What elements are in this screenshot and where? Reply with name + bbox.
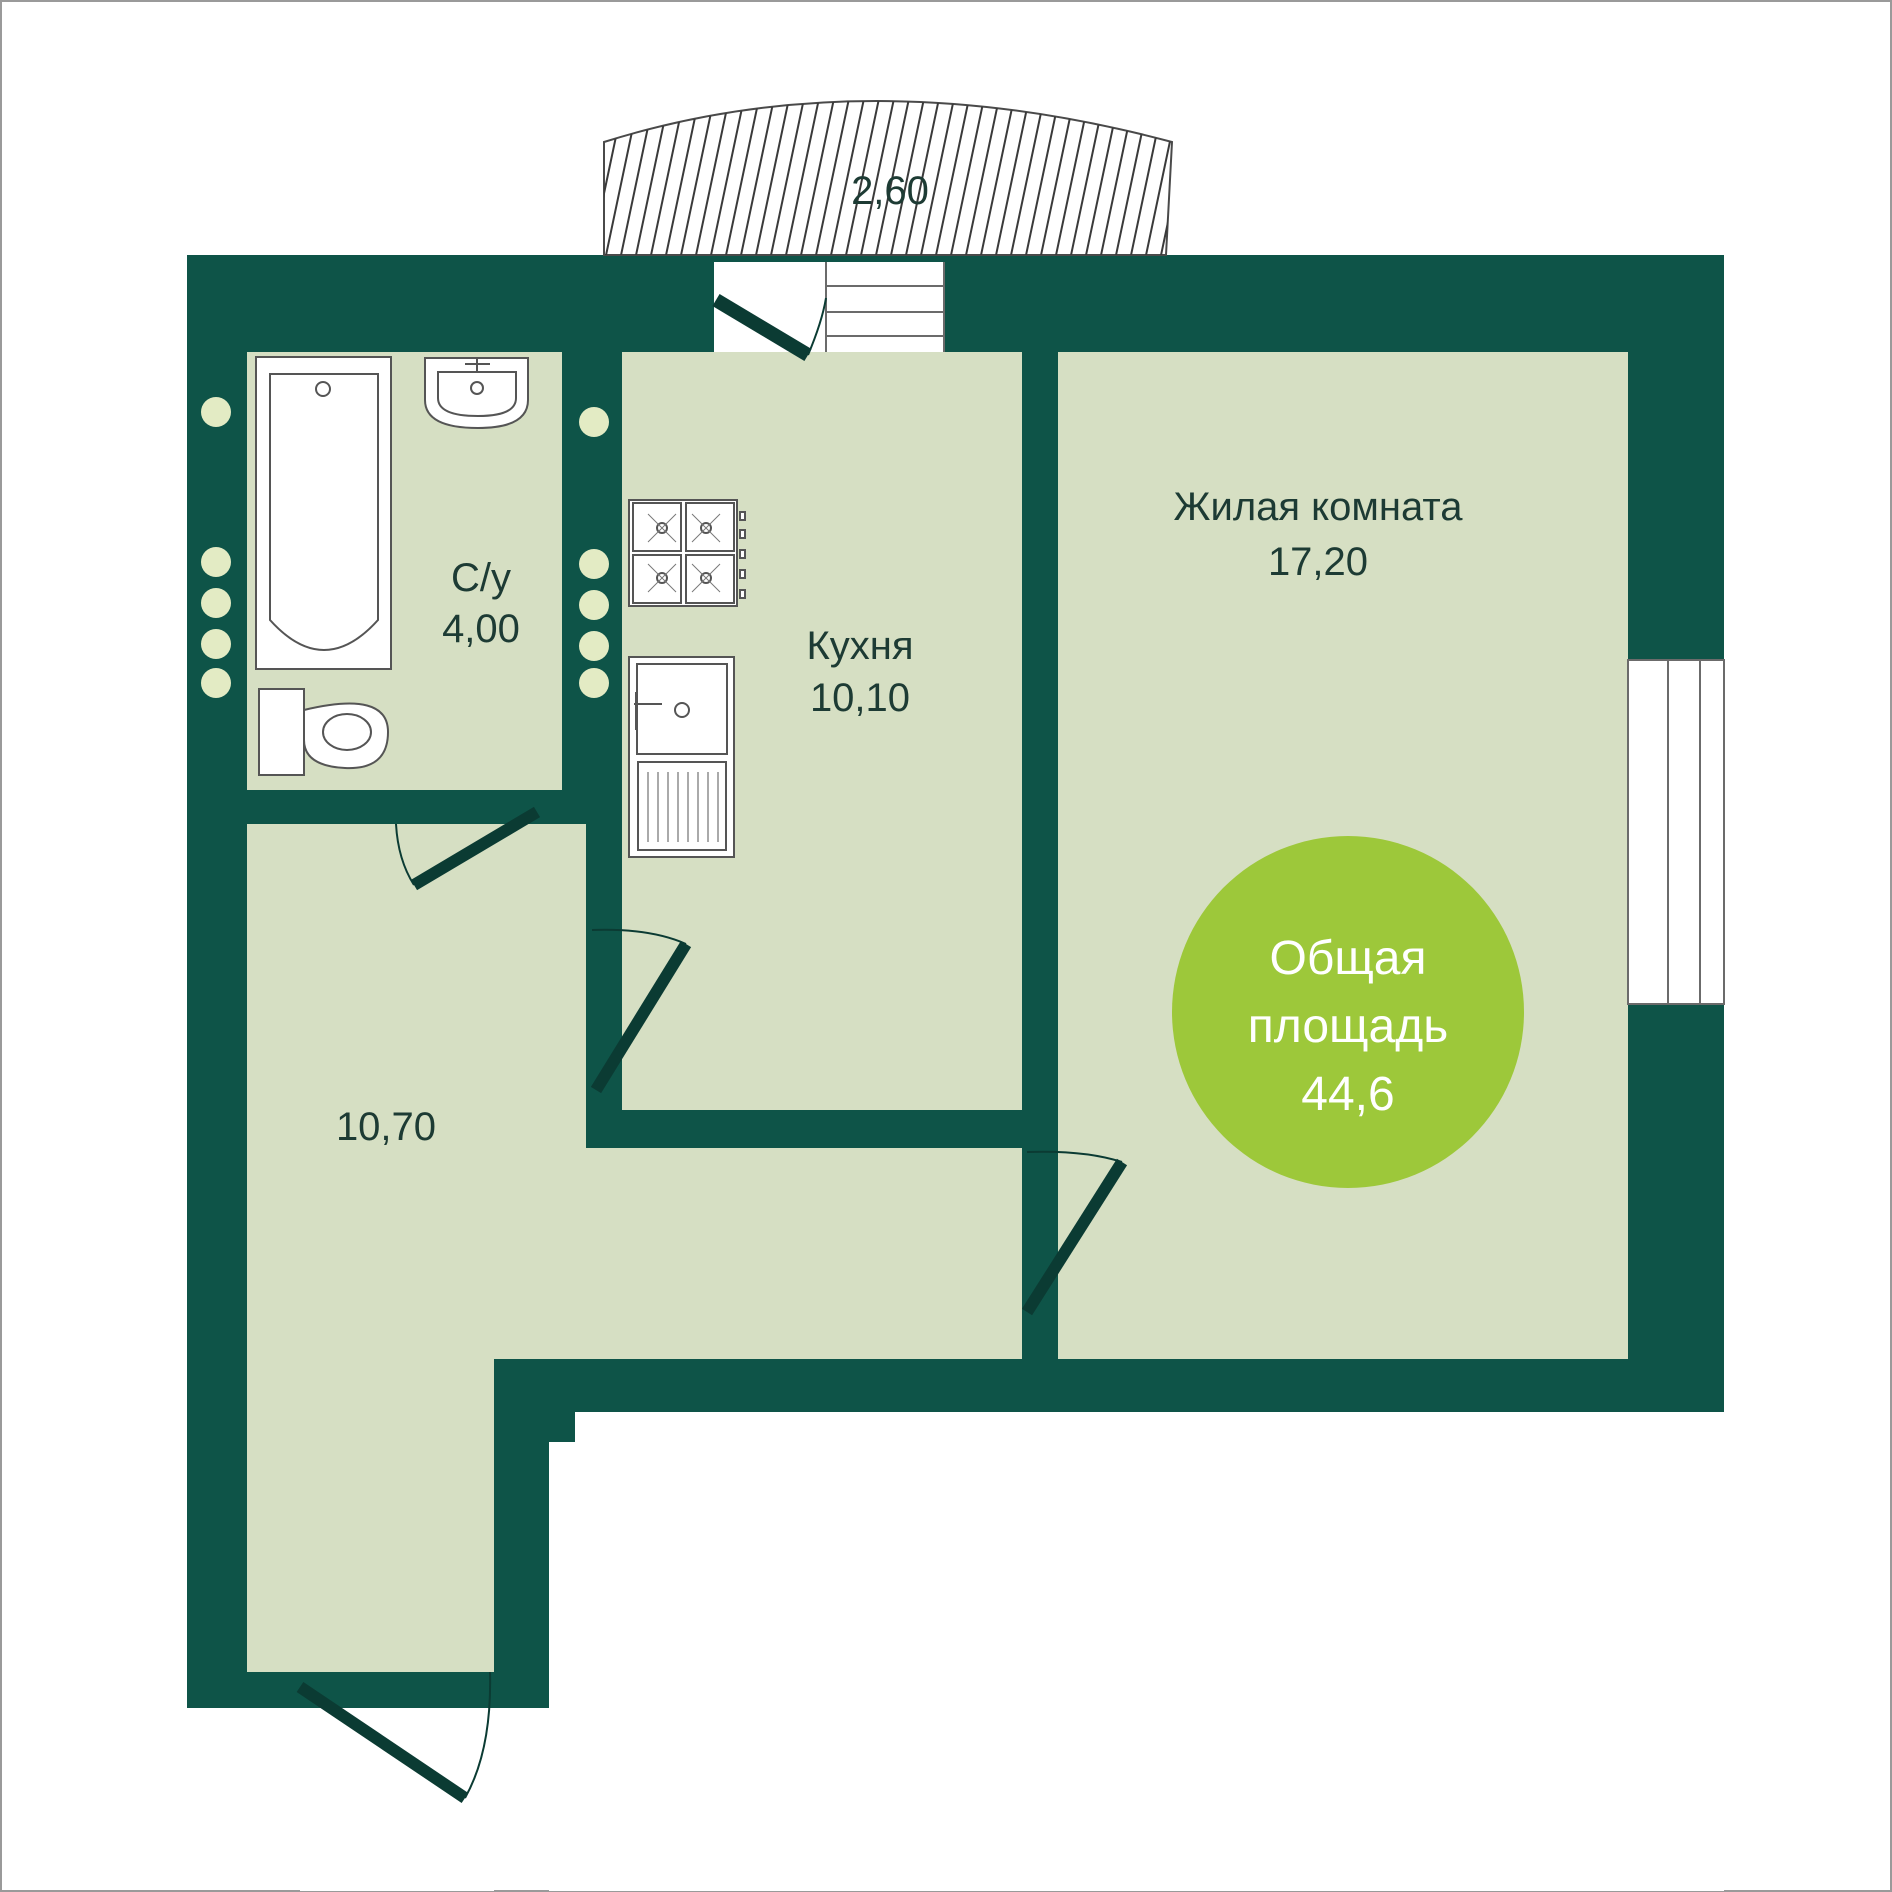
total-area-badge: Общая площадь 44,6 — [1172, 836, 1524, 1188]
balcony — [603, 100, 1174, 256]
living-room-door-icon — [1021, 1158, 1128, 1316]
entrance-wall-right — [494, 1672, 549, 1708]
openings — [300, 262, 1724, 1891]
bathroom-area: 4,00 — [442, 607, 520, 651]
balcony-door-icon — [712, 293, 812, 362]
total-area-line2: площадь — [1248, 1000, 1448, 1053]
total-area-line1: Общая — [1269, 932, 1426, 985]
fixture-dots — [201, 397, 609, 698]
room-labels: 2,60 С/у 4,00 Кухня 10,10 Жилая комната … — [336, 169, 1463, 1149]
total-area-value: 44,6 — [1301, 1068, 1394, 1121]
bathroom-name: С/у — [451, 556, 511, 600]
balcony-area: 2,60 — [851, 169, 929, 213]
balcony-hatch-line — [1144, 101, 1172, 255]
balcony-hatch-line — [859, 101, 901, 255]
bathtub-icon — [255, 356, 392, 670]
living-room-area: 17,20 — [1268, 540, 1368, 584]
kitchen-name: Кухня — [806, 624, 913, 668]
toilet-icon — [258, 688, 390, 776]
balcony-hatch-line — [844, 101, 886, 255]
washbasin-icon — [424, 357, 529, 430]
entrance-wall-left — [187, 1672, 299, 1708]
balcony-hatch-line — [829, 101, 871, 255]
hallway-floor — [247, 824, 1022, 1672]
hallway-area: 10,70 — [336, 1105, 436, 1149]
kitchen-area: 10,10 — [810, 676, 910, 720]
balcony-threshold — [825, 262, 945, 352]
living-room-name: Жилая комната — [1174, 485, 1464, 529]
kitchen-sink-icon — [628, 656, 735, 858]
balcony-hatch-line — [814, 101, 856, 255]
kitchen-door-icon — [590, 940, 692, 1094]
stove-icon — [628, 499, 746, 607]
balcony-hatch-line — [874, 101, 916, 255]
window-icon — [1627, 659, 1725, 1005]
balcony-hatch-line — [1159, 101, 1172, 255]
entrance-door-icon — [296, 1682, 469, 1803]
bathroom-door-icon — [410, 806, 541, 891]
doors — [296, 293, 1128, 1803]
